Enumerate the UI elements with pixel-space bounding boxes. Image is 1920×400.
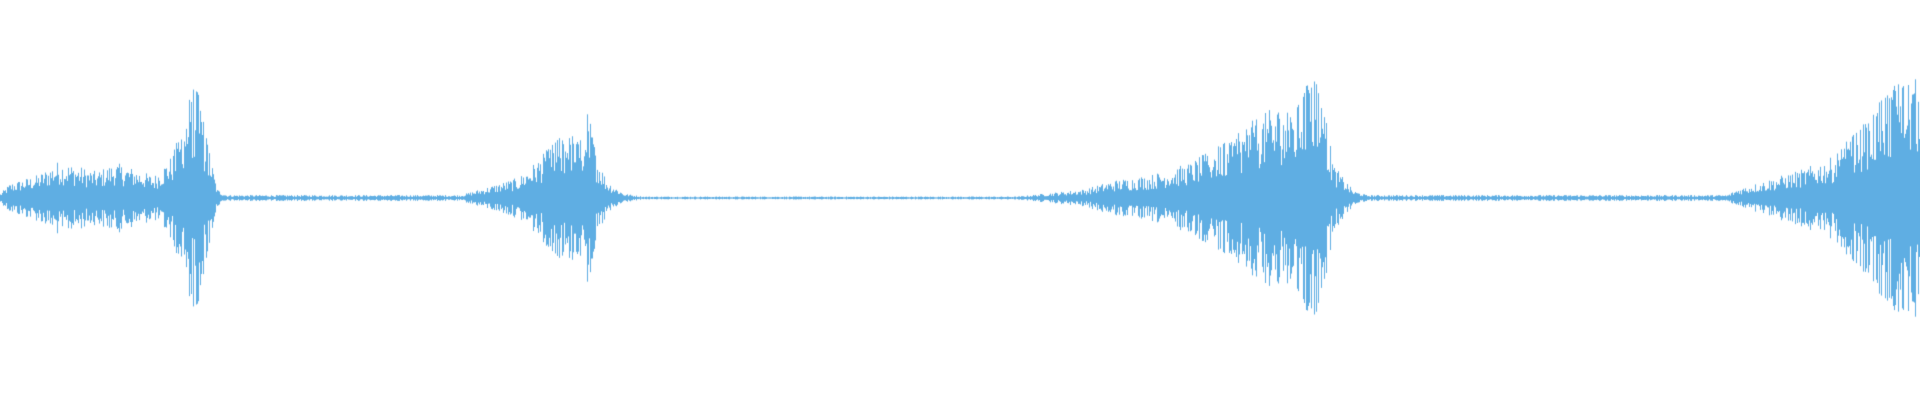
audio-waveform	[0, 0, 1920, 400]
